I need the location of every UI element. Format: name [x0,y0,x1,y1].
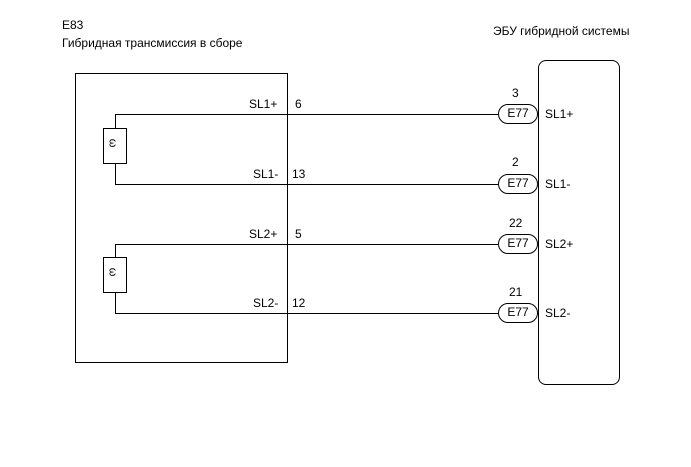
left-signal-label: SL1+ [249,97,278,111]
left-component-code: E83 [62,18,84,32]
wire-sl1-plus [115,114,498,115]
ecu-pin-number: 2 [512,155,519,169]
connector-e77: E77 [498,234,538,254]
connector-e77: E77 [498,174,538,194]
left-pin-label: 12 [292,296,306,310]
ecu-pin-number: 3 [512,86,519,100]
ecu-signal-label: SL1+ [545,107,574,121]
left-pin-label: 5 [295,227,302,241]
left-component-name: Гибридная трансмиссия в сборе [62,36,243,50]
ecu-signal-label: SL1- [545,177,571,191]
left-signal-label: SL2+ [249,227,278,241]
ecu-box [538,60,620,385]
connector-e77: E77 [498,303,538,323]
solenoid-coil-icon: ω [103,257,127,293]
left-signal-label: SL1- [253,167,279,181]
wire-sl2-plus [115,244,498,245]
ecu-signal-label: SL2- [545,306,571,320]
right-component-name: ЭБУ гибридной системы [493,24,630,38]
wire-sl1-minus [115,184,498,185]
wire-sl2-minus [115,313,498,314]
transmission-box [75,73,288,363]
left-pin-label: 13 [292,167,306,181]
ecu-pin-number: 21 [509,285,523,299]
left-pin-label: 6 [295,97,302,111]
ecu-pin-number: 22 [509,216,523,230]
left-signal-label: SL2- [253,296,279,310]
ecu-signal-label: SL2+ [545,237,574,251]
solenoid-coil-icon: ω [103,128,127,164]
connector-e77: E77 [498,104,538,124]
